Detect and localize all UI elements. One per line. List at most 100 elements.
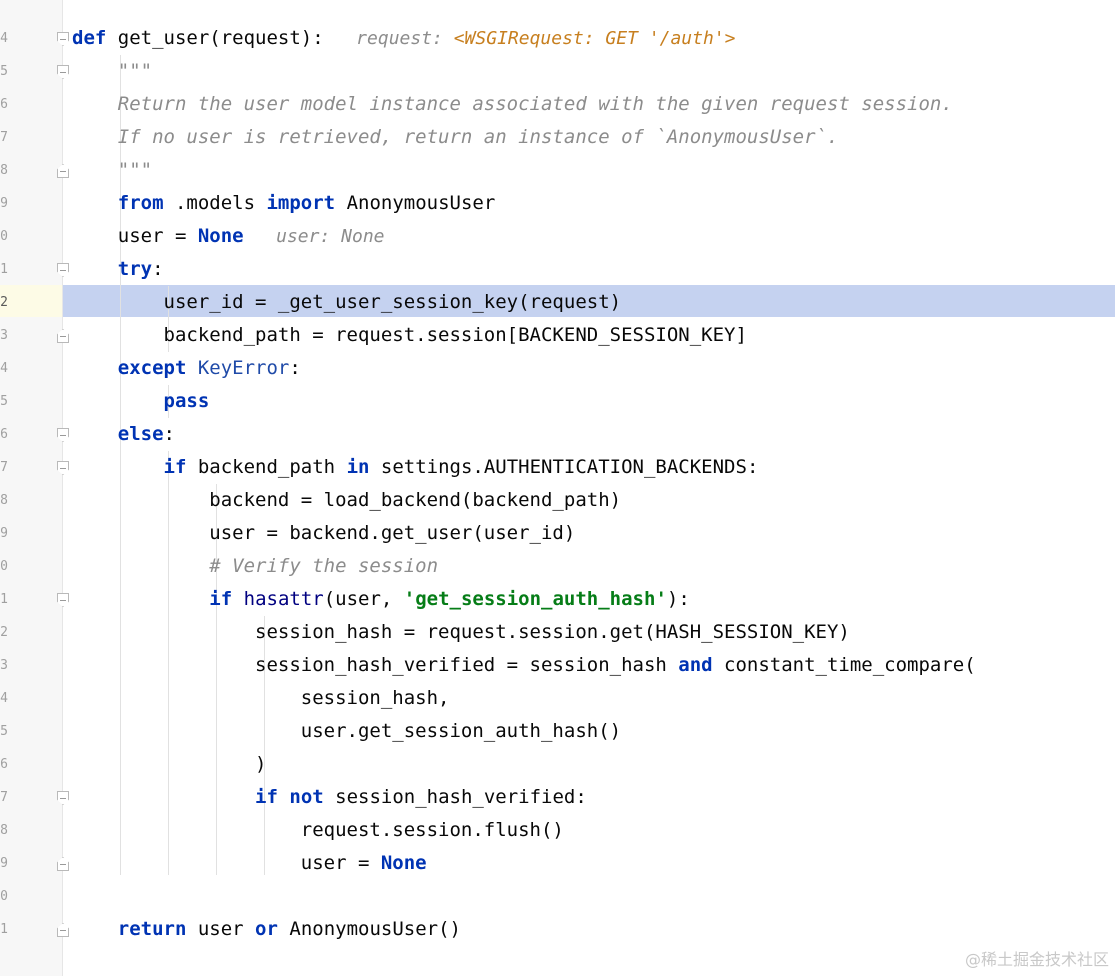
fold-marker-icon[interactable]: [57, 461, 69, 475]
line-number: 3: [0, 658, 8, 673]
code-token: .models: [163, 192, 267, 214]
code-line[interactable]: session_hash = request.session.get(HASH_…: [72, 616, 976, 649]
code-token: <WSGIRequest: GET '/auth'>: [453, 28, 736, 49]
line-number: 5: [0, 394, 8, 409]
indent-guide: [168, 451, 169, 875]
fold-marker-icon[interactable]: [57, 593, 69, 607]
code-token: [72, 192, 118, 214]
code-line[interactable]: def get_user(request): request: <WSGIReq…: [72, 22, 976, 55]
code-token: if: [163, 456, 187, 478]
code-token: and: [678, 654, 713, 676]
code-line[interactable]: user = None user: None: [72, 220, 976, 253]
editor-gutter: [0, 0, 63, 976]
code-token: session_hash,: [72, 687, 450, 709]
code-token: request:: [323, 28, 454, 49]
code-line[interactable]: else:: [72, 418, 976, 451]
code-token: from: [117, 192, 164, 214]
code-token: [72, 357, 118, 379]
code-token: [72, 258, 118, 280]
code-token: import: [266, 192, 336, 214]
line-number: 7: [0, 130, 8, 145]
code-token: [278, 786, 289, 808]
line-number: 5: [0, 64, 8, 79]
line-number: 8: [0, 163, 8, 178]
code-line[interactable]: if not session_hash_verified:: [72, 781, 976, 814]
code-line[interactable]: if backend_path in settings.AUTHENTICATI…: [72, 451, 976, 484]
code-token: None: [197, 225, 244, 247]
line-number: 7: [0, 460, 8, 475]
code-line[interactable]: user = backend.get_user(user_id): [72, 517, 976, 550]
line-number: 9: [0, 856, 8, 871]
code-line[interactable]: [72, 880, 976, 913]
fold-marker-icon[interactable]: [57, 428, 69, 442]
code-token: user =: [72, 225, 198, 247]
line-number: 8: [0, 493, 8, 508]
code-token: session_hash_verified:: [323, 786, 587, 808]
line-number: 9: [0, 196, 8, 211]
code-token: backend_path = request.session[BACKEND_S…: [72, 324, 747, 346]
code-token: None: [380, 852, 427, 874]
fold-marker-icon[interactable]: [57, 164, 69, 178]
code-token: (user,: [323, 588, 404, 610]
code-line[interactable]: Return the user model instance associate…: [72, 88, 976, 121]
fold-marker-icon[interactable]: [57, 857, 69, 871]
line-number: 9: [0, 526, 8, 541]
code-line[interactable]: pass: [72, 385, 976, 418]
code-token: settings.AUTHENTICATION_BACKENDS:: [369, 456, 759, 478]
code-token: :: [289, 357, 301, 379]
code-token: ):: [666, 588, 690, 610]
fold-marker-icon[interactable]: [57, 263, 69, 277]
code-token: :: [152, 258, 164, 280]
code-token: If no user is retrieved, return an insta…: [72, 126, 839, 148]
fold-marker-icon[interactable]: [57, 32, 69, 46]
line-number: 0: [0, 559, 8, 574]
fold-marker-icon[interactable]: [57, 329, 69, 343]
code-line[interactable]: session_hash_verified = session_hash and…: [72, 649, 976, 682]
indent-guide: [216, 484, 217, 875]
code-token: 'get_session_auth_hash': [403, 588, 667, 610]
code-line[interactable]: request.session.flush(): [72, 814, 976, 847]
code-token: [72, 423, 118, 445]
line-number: 0: [0, 889, 8, 904]
fold-marker-icon[interactable]: [57, 791, 69, 805]
code-line[interactable]: """: [72, 55, 976, 88]
code-line[interactable]: user = None: [72, 847, 976, 880]
line-number: 5: [0, 724, 8, 739]
code-line[interactable]: user.get_session_auth_hash(): [72, 715, 976, 748]
line-number: 1: [0, 592, 8, 607]
code-editor[interactable]: def get_user(request): request: <WSGIReq…: [72, 22, 976, 946]
code-token: Return the user model instance associate…: [72, 93, 953, 115]
code-line[interactable]: user_id = _get_user_session_key(request): [72, 286, 976, 319]
code-token: pass: [163, 390, 210, 412]
code-line[interactable]: backend = load_backend(backend_path): [72, 484, 976, 517]
fold-marker-icon[interactable]: [57, 65, 69, 79]
code-line[interactable]: from .models import AnonymousUser: [72, 187, 976, 220]
fold-marker-icon[interactable]: [57, 923, 69, 937]
line-number: 6: [0, 97, 8, 112]
code-line[interactable]: If no user is retrieved, return an insta…: [72, 121, 976, 154]
code-line[interactable]: return user or AnonymousUser(): [72, 913, 976, 946]
line-number: 6: [0, 427, 8, 442]
code-token: [232, 588, 243, 610]
current-line-highlight: [63, 285, 1115, 317]
indent-guide: [264, 814, 265, 875]
indent-guide: [168, 286, 169, 352]
line-number: 3: [0, 328, 8, 343]
code-line[interactable]: except KeyError:: [72, 352, 976, 385]
line-number: 7: [0, 790, 8, 805]
code-token: backend_path: [186, 456, 347, 478]
code-token: return: [117, 918, 187, 940]
code-line[interactable]: backend_path = request.session[BACKEND_S…: [72, 319, 976, 352]
code-line[interactable]: try:: [72, 253, 976, 286]
code-line[interactable]: if hasattr(user, 'get_session_auth_hash'…: [72, 583, 976, 616]
code-token: [72, 918, 118, 940]
code-line[interactable]: # Verify the session: [72, 550, 976, 583]
code-token: :: [163, 423, 175, 445]
line-number: 1: [0, 922, 8, 937]
watermark: @稀土掘金技术社区: [964, 950, 1109, 969]
code-token: user_id = _get_user_session_key(request): [72, 291, 622, 313]
code-line[interactable]: ): [72, 748, 976, 781]
code-token: KeyError: [197, 357, 290, 379]
code-line[interactable]: """: [72, 154, 976, 187]
code-line[interactable]: session_hash,: [72, 682, 976, 715]
